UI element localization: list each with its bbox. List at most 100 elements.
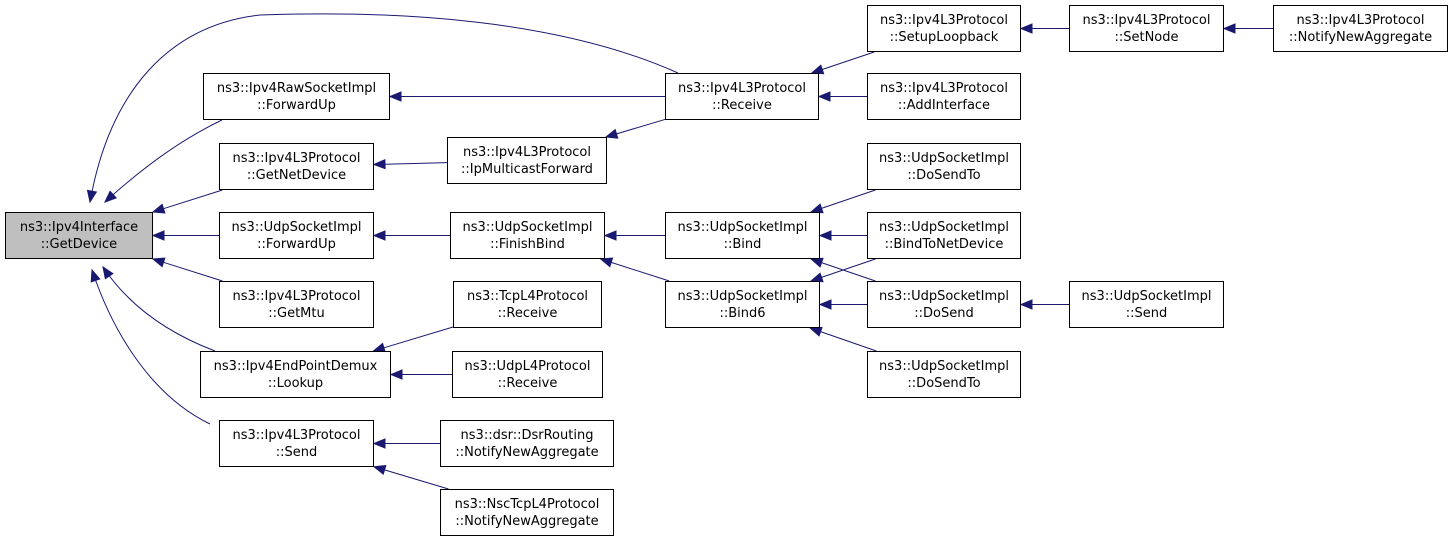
edge-n5-to-n0 xyxy=(102,265,216,352)
edge-n14-to-n9 xyxy=(603,230,665,241)
node-label-line1: ns3::UdpSocketImpl xyxy=(879,288,1009,304)
node-label-line1: ns3::Ipv4L3Protocol xyxy=(232,150,361,166)
node-label-line2: ::Bind6 xyxy=(719,305,766,321)
edge-n6-to-n0 xyxy=(90,268,211,425)
node-label-line1: ns3::UdpSocketImpl xyxy=(231,219,362,235)
edge-n16-to-n7 xyxy=(810,51,875,75)
node-label-line1: ns3::Ipv4L3Protocol xyxy=(232,288,361,304)
edge-n21-to-n15 xyxy=(808,326,877,352)
edge-arrowhead xyxy=(372,230,386,241)
edge-n12-to-n6 xyxy=(372,438,440,449)
node-label-line2: ::AddInterface xyxy=(897,97,991,113)
node-label-line1: ns3::Ipv4L3Protocol xyxy=(880,12,1008,28)
node-dsr-dsrrouting-notifynewaggregate[interactable]: ns3::dsr::DsrRouting::NotifyNewAggregate xyxy=(440,420,614,467)
node-label-line1: ns3::UdpSocketImpl xyxy=(879,219,1009,235)
edge-arrowhead xyxy=(102,265,114,280)
node-ipv4l3protocol-setnode[interactable]: ns3::Ipv4L3Protocol::SetNode xyxy=(1069,5,1224,52)
edge-n9-to-n3 xyxy=(372,230,450,241)
node-label-line2: ::DoSendTo xyxy=(907,375,981,391)
node-udpsocketimpl-bindtonetdevice[interactable]: ns3::UdpSocketImpl::BindToNetDevice xyxy=(867,212,1021,259)
node-label-line1: ns3::UdpSocketImpl xyxy=(1081,288,1212,304)
node-tcpl4protocol-receive[interactable]: ns3::TcpL4Protocol::Receive xyxy=(453,281,602,328)
node-ipv4l3protocol-ipmulticastforward[interactable]: ns3::Ipv4L3Protocol::IpMulticastForward xyxy=(447,137,607,184)
edge-arrowhead xyxy=(603,230,617,241)
node-label-line1: ns3::dsr::DsrRouting xyxy=(460,427,594,443)
edge-line xyxy=(104,119,223,203)
node-ipv4endpointdemux-lookup[interactable]: ns3::Ipv4EndPointDemux::Lookup xyxy=(200,351,391,398)
node-udpsocketimpl-finishbind[interactable]: ns3::UdpSocketImpl::FinishBind xyxy=(450,212,605,259)
edge-arrowhead xyxy=(817,91,831,102)
edge-line xyxy=(611,261,670,282)
node-label-line1: ns3::Ipv4RawSocketImpl xyxy=(216,80,377,96)
node-ipv4l3protocol-receive[interactable]: ns3::Ipv4L3Protocol::Receive xyxy=(665,73,819,120)
node-label-line2: ::DoSendTo xyxy=(907,167,981,183)
node-label-line2: ::Send xyxy=(1125,305,1168,321)
edge-n10-to-n5 xyxy=(372,326,454,353)
node-label-line1: ns3::Ipv4L3Protocol xyxy=(1082,12,1211,28)
node-udpsocketimpl-bind6[interactable]: ns3::UdpSocketImpl::Bind6 xyxy=(665,281,820,328)
node-label-line1: ns3::Ipv4L3Protocol xyxy=(1296,12,1425,28)
edge-n23-to-n20 xyxy=(1019,299,1069,310)
edge-arrowhead xyxy=(809,257,824,268)
node-ipv4l3protocol-getmtu[interactable]: ns3::Ipv4L3Protocol::GetMtu xyxy=(219,281,374,328)
node-label-line2: ::ForwardUp xyxy=(257,97,336,113)
edge-n15-to-n9 xyxy=(599,257,670,282)
edge-arrowhead xyxy=(86,189,98,204)
edge-line xyxy=(616,118,666,135)
node-label-line2: ::SetupLoopback xyxy=(889,29,999,45)
node-ipv4l3protocol-send[interactable]: ns3::Ipv4L3Protocol::Send xyxy=(219,420,374,467)
node-label-line2: ::GetMtu xyxy=(268,305,325,321)
node-label-line1: ns3::Ipv4L3Protocol xyxy=(678,80,806,96)
edge-line xyxy=(384,162,448,165)
node-label-line2: ::IpMulticastForward xyxy=(461,161,593,177)
edge-n13-to-n6 xyxy=(372,464,449,490)
node-nsctcpl4protocol-notifynewaggregate[interactable]: ns3::NscTcpL4Protocol::NotifyNewAggregat… xyxy=(440,489,614,536)
node-label-line2: ::Receive xyxy=(497,305,558,321)
edge-arrowhead xyxy=(372,158,386,170)
edge-line xyxy=(91,269,211,425)
edge-arrowhead xyxy=(151,230,165,241)
edge-arrowhead xyxy=(818,230,832,241)
node-label-line2: ::DoSend xyxy=(914,305,974,321)
edge-arrowhead xyxy=(604,128,619,139)
node-ipv4l3protocol-notifynewaggregate[interactable]: ns3::Ipv4L3Protocol::NotifyNewAggregate xyxy=(1273,5,1448,52)
node-label-line1: ns3::NscTcpL4Protocol xyxy=(454,496,600,512)
edge-arrowhead xyxy=(1019,23,1033,34)
edge-arrowhead xyxy=(599,257,614,268)
edge-line xyxy=(384,469,449,490)
node-label-line2: ::NotifyNewAggregate xyxy=(455,513,599,529)
node-ipv4l3protocol-getnetdevice[interactable]: ns3::Ipv4L3Protocol::GetNetDevice xyxy=(219,143,374,190)
node-label-line1: ns3::UdpSocketImpl xyxy=(677,219,808,235)
edge-arrowhead xyxy=(388,91,402,102)
edge-line xyxy=(821,262,876,282)
edge-line xyxy=(102,266,216,352)
edge-arrowhead xyxy=(151,203,166,214)
node-udpsocketimpl-bind[interactable]: ns3::UdpSocketImpl::Bind xyxy=(665,212,820,259)
edge-line xyxy=(383,326,454,349)
node-udpsocketimpl-send[interactable]: ns3::UdpSocketImpl::Send xyxy=(1069,281,1224,328)
edge-arrowhead xyxy=(372,464,387,476)
node-ipv4l3protocol-addinterface[interactable]: ns3::Ipv4L3Protocol::AddInterface xyxy=(867,73,1021,120)
node-ipv4rawsocketimpl-forwardup[interactable]: ns3::Ipv4RawSocketImpl::ForwardUp xyxy=(203,73,390,120)
edge-n7-to-n1 xyxy=(388,91,665,102)
edge-n2-to-n0 xyxy=(151,189,223,214)
node-label-line2: ::Send xyxy=(275,444,318,460)
edge-n1-to-n0 xyxy=(104,119,223,203)
node-label-line2: ::GetDevice xyxy=(40,236,118,252)
node-udpsocketimpl-forwardup[interactable]: ns3::UdpSocketImpl::ForwardUp xyxy=(219,212,374,259)
node-label-line1: ns3::UdpSocketImpl xyxy=(879,358,1009,374)
edge-arrowhead xyxy=(90,268,101,283)
node-udpsocketimpl-dosendto[interactable]: ns3::UdpSocketImpl::DoSendTo xyxy=(867,143,1021,190)
node-label-line2: ::SetNode xyxy=(1114,29,1179,45)
node-label-line1: ns3::Ipv4L3Protocol xyxy=(232,427,361,443)
node-ipv4l3protocol-setuploopback[interactable]: ns3::Ipv4L3Protocol::SetupLoopback xyxy=(867,5,1021,52)
node-udpsocketimpl-dosendto[interactable]: ns3::UdpSocketImpl::DoSendTo xyxy=(867,351,1021,398)
node-label-line1: ns3::UdpSocketImpl xyxy=(462,219,593,235)
edge-n7-to-n0 xyxy=(86,13,679,204)
edge-n24-to-n22 xyxy=(1222,23,1273,34)
node-udpl4protocol-receive[interactable]: ns3::UdpL4Protocol::Receive xyxy=(452,351,603,398)
node-udpsocketimpl-dosend[interactable]: ns3::UdpSocketImpl::DoSend xyxy=(867,281,1021,328)
node-label-line1: ns3::TcpL4Protocol xyxy=(466,288,589,304)
node-label-line1: ns3::Ipv4Interface xyxy=(19,219,139,235)
